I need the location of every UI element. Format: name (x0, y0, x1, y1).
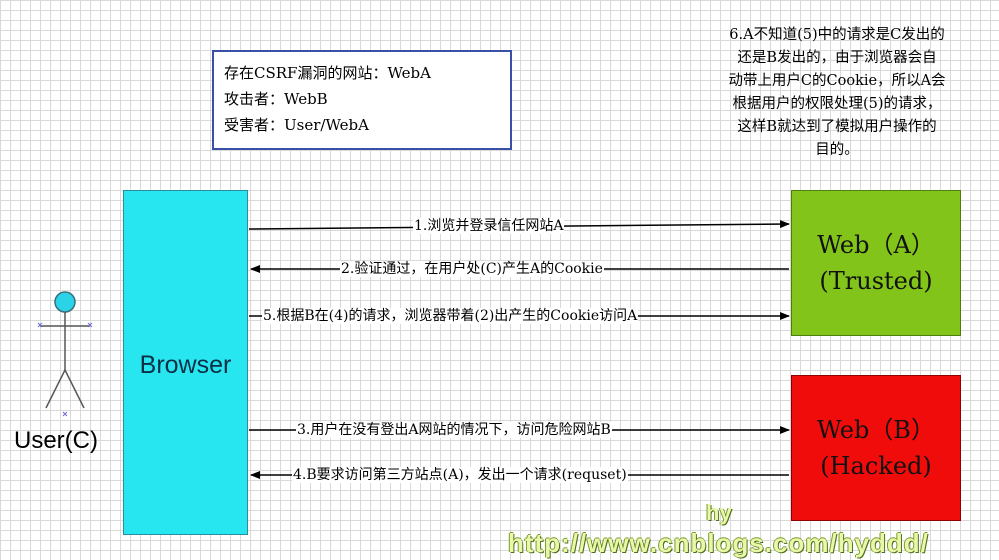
watermark-url: http://www.cnblogs.com/hyddd/ (508, 528, 929, 558)
info-line-attacker: 攻击者：WebB (224, 90, 328, 108)
step-6-note: 6.A不知道(5)中的请求是C发出的 还是B发出的，由于浏览器会自 动带上用户C… (692, 24, 982, 162)
web-a-subtitle: (Trusted) (819, 267, 933, 295)
note-line-4: 根据用户的权限处理(5)的请求， (732, 96, 942, 112)
arrow-2-label: 2.验证通过，在用户处(C)产生A的Cookie (340, 261, 604, 277)
arrow-1-label: 1.浏览并登录信任网站A (413, 218, 565, 234)
info-line-victim: 受害者：User/WebA (224, 116, 369, 134)
note-line-1: 6.A不知道(5)中的请求是C发出的 (729, 27, 945, 43)
user-label: User(C) (14, 427, 98, 454)
user-stick-figure (40, 291, 90, 409)
info-box: 存在CSRF漏洞的网站：WebA 攻击者：WebB 受害者：User/WebA (212, 50, 512, 150)
arrow-5-label: 5.根据B在(4)的请求，浏览器带着(2)出产生的Cookie访问A (262, 308, 639, 324)
user-head (54, 291, 76, 313)
info-line-vulnerable-site: 存在CSRF漏洞的网站：WebA (224, 64, 431, 82)
arrow-4-label: 4.B要求访问第三方站点(A)，发出一个请求(requset) (292, 467, 628, 483)
note-line-3: 动带上用户C的Cookie，所以A会 (728, 73, 946, 89)
user-markers (37, 322, 93, 417)
web-b-title: Web（B） (817, 416, 935, 444)
web-a-node: Web（A） (Trusted) (791, 190, 961, 336)
web-b-subtitle: (Hacked) (820, 452, 932, 480)
note-line-5: 这样B就达到了模拟用户操作的 (737, 119, 937, 135)
browser-node: Browser (123, 190, 248, 535)
note-line-2: 还是B发出的，由于浏览器会自 (737, 50, 937, 66)
web-b-node: Web（B） (Hacked) (791, 375, 961, 521)
browser-label: Browser (139, 351, 232, 379)
watermark-top: hy (706, 500, 732, 525)
web-a-title: Web（A） (817, 231, 935, 259)
arrow-3-label: 3.用户在没有登出A网站的情况下，访问危险网站B (296, 422, 612, 438)
note-line-6: 目的。 (815, 142, 859, 158)
